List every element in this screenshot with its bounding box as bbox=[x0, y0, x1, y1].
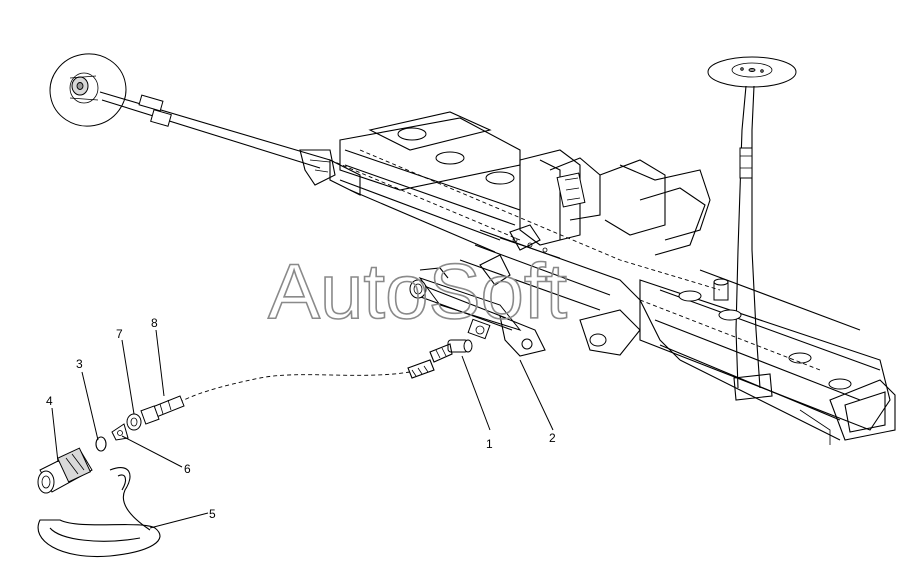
quick-coupler bbox=[37, 447, 93, 494]
o-ring bbox=[95, 436, 107, 452]
washer bbox=[111, 423, 129, 441]
callout-2: 2 bbox=[549, 431, 556, 445]
leader-4 bbox=[51, 407, 59, 463]
callout-8: 8 bbox=[151, 316, 158, 330]
leader-2 bbox=[519, 359, 554, 431]
leader-1 bbox=[461, 355, 491, 431]
right-marker-disc bbox=[707, 56, 797, 88]
left-marker-rod bbox=[99, 91, 336, 186]
hydraulic-hose bbox=[174, 371, 411, 406]
right-marker-rod bbox=[733, 85, 773, 401]
fitting-adapter bbox=[429, 339, 473, 363]
hydraulic-cylinder bbox=[409, 267, 546, 357]
nut bbox=[126, 413, 142, 431]
nipple-fitting bbox=[140, 395, 185, 425]
callout-3: 3 bbox=[76, 357, 83, 371]
callout-5: 5 bbox=[209, 507, 216, 521]
watermark-text: AutoSoft bbox=[268, 247, 568, 335]
callout-7: 7 bbox=[116, 327, 123, 341]
leader-8 bbox=[155, 329, 165, 397]
leader-3 bbox=[81, 371, 99, 441]
callout-1: 1 bbox=[486, 437, 493, 451]
left-marker-disc bbox=[49, 53, 127, 127]
dust-cap-strap bbox=[37, 467, 161, 558]
leader-6 bbox=[121, 435, 183, 468]
main-frame bbox=[329, 111, 896, 445]
hose-end bbox=[407, 359, 435, 379]
leader-5 bbox=[149, 512, 209, 529]
callout-6: 6 bbox=[184, 462, 191, 476]
callout-4: 4 bbox=[46, 394, 53, 408]
leader-7 bbox=[121, 339, 135, 415]
